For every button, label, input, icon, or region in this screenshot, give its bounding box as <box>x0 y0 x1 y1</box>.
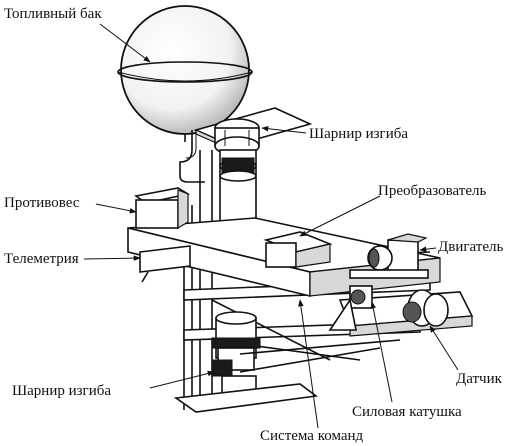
top-hinge-assembly <box>193 107 313 156</box>
label-engine: Двигатель <box>438 239 503 255</box>
label-counterweight: Противовес <box>4 195 80 211</box>
label-command-system: Система команд <box>260 428 364 444</box>
fuel-tank <box>117 5 253 183</box>
label-sensor: Датчик <box>456 371 503 387</box>
label-telemetry: Телеметрия <box>4 251 79 267</box>
label-converter: Преобразователь <box>378 183 486 199</box>
engine <box>349 233 429 279</box>
telemetry-box <box>139 245 191 283</box>
counterweight-box <box>133 187 191 230</box>
lower-assembly <box>328 285 474 337</box>
label-fuel-tank: Топливный бак <box>4 6 102 22</box>
label-top-hinge: Шарнир изгиба <box>309 126 408 142</box>
converter-box <box>263 231 333 268</box>
label-power-coil: Силовая катушка <box>352 404 462 420</box>
callouts <box>83 23 459 429</box>
label-bottom-hinge: Шарнир изгиба <box>12 383 111 399</box>
bottom-hinge-assembly <box>173 311 401 413</box>
